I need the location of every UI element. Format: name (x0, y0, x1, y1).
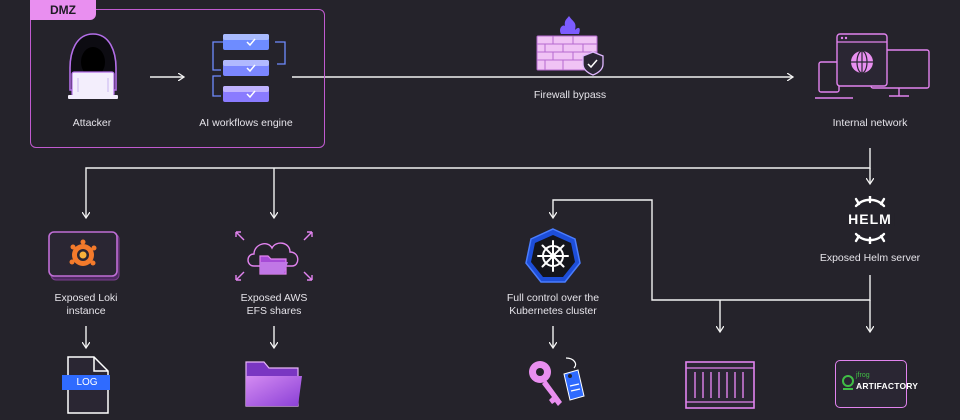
helm-label: Exposed Helm server (819, 252, 921, 264)
container-icon (685, 361, 755, 409)
ai-engine-label: AI workflows engine (199, 117, 293, 129)
firewall-icon (536, 16, 604, 76)
arrow-network-to-loki (86, 148, 871, 218)
artifactory-brand: jfrog (856, 372, 870, 379)
firewall-label: Firewall bypass (533, 89, 607, 101)
workflow-stack-icon (212, 34, 286, 102)
kubernetes-label-line2: Kubernetes cluster (509, 305, 597, 317)
keys-icon (529, 357, 585, 406)
efs-label: Exposed AWS EFS shares (241, 292, 308, 318)
log-file-icon (62, 356, 110, 414)
helm-wheel-icon (854, 196, 886, 244)
folder-icon (245, 361, 302, 407)
arrow-helm-to-kubernetes (553, 199, 871, 301)
loki-label-line1: Exposed Loki (54, 292, 118, 304)
artifactory-text: ARTIFACTORY (856, 381, 919, 391)
artifactory-logo-icon: jfrog ARTIFACTORY (835, 360, 918, 408)
hooded-hacker-icon (68, 33, 118, 99)
attacker-label: Attacker (72, 117, 112, 129)
computers-network-icon (815, 33, 930, 99)
kubernetes-label: Full control over the Kubernetes cluster (507, 292, 599, 318)
log-file-text: LOG (76, 377, 98, 388)
kubernetes-label-line1: Full control over the (506, 292, 600, 304)
loki-label-line2: instance (66, 305, 106, 317)
dmz-label: DMZ (30, 0, 96, 20)
efs-label-line1: Exposed AWS (240, 292, 308, 304)
kubernetes-helm-wheel-icon (525, 228, 581, 283)
grafana-loki-icon (48, 231, 120, 281)
cloud-folder-icon (235, 231, 313, 281)
helm-wordmark: HELM (846, 211, 894, 227)
artifactory-leaf-icon (842, 375, 854, 390)
internal-network-label: Internal network (832, 117, 908, 129)
loki-label: Exposed Loki instance (54, 292, 117, 318)
efs-label-line2: EFS shares (246, 305, 302, 317)
dmz-zone (30, 9, 325, 148)
